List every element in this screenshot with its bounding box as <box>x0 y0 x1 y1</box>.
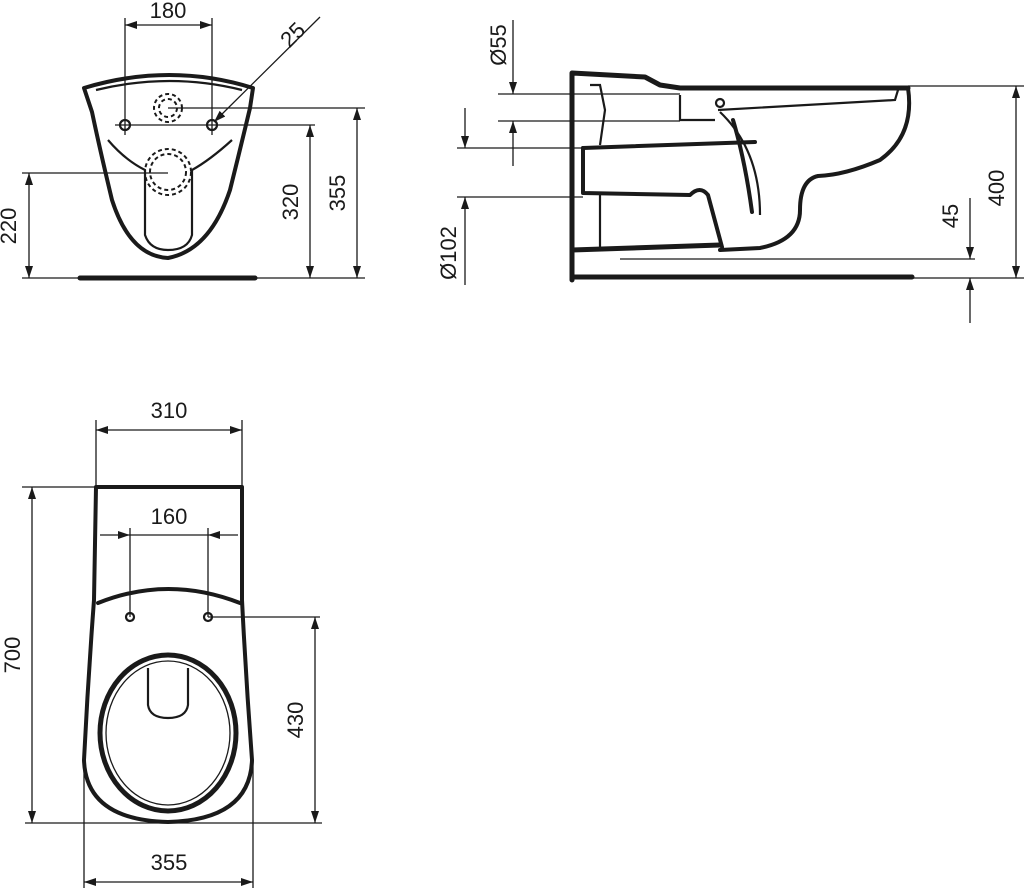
dim-length: 700 <box>0 637 25 674</box>
dim-inlet-height: 355 <box>325 175 350 212</box>
dim-inlet-diameter: 25 <box>275 17 310 52</box>
dim-fixing-spacing: 180 <box>150 0 187 23</box>
dim-outlet-height: 220 <box>0 208 21 245</box>
dim-rim-height: 400 <box>984 170 1009 207</box>
dim-base-clearance: 45 <box>938 204 963 228</box>
top-view: 310 160 700 430 355 <box>0 398 322 888</box>
dim-fixing-height: 320 <box>278 184 303 221</box>
dim-side-inlet-diameter: Ø55 <box>486 24 511 66</box>
dim-fixing-to-front: 430 <box>283 702 308 739</box>
dim-outlet-diameter: Ø102 <box>436 226 461 280</box>
dim-back-width: 310 <box>151 398 188 423</box>
dim-bowl-width: 355 <box>151 850 188 875</box>
side-view: Ø55 Ø102 400 45 <box>436 20 1024 323</box>
dim-seat-fixing-spacing: 160 <box>151 504 188 529</box>
front-view: 180 25 220 320 355 <box>0 0 365 281</box>
